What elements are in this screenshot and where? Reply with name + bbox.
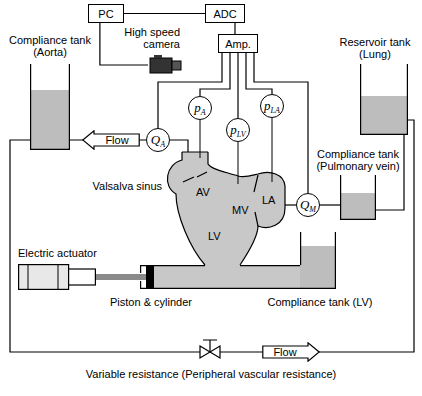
- heart-fill: [167, 152, 285, 265]
- subscript: M: [309, 205, 316, 214]
- connector-line: [254, 53, 308, 193]
- compliance-tank: Compliance tank (LV): [300, 232, 336, 289]
- connector-line: [200, 53, 230, 96]
- electric-actuator: Electric actuator: [18, 264, 96, 290]
- flow-meter: QM: [296, 193, 320, 217]
- node-heading: Compliance tank (Aorta): [7, 34, 93, 58]
- pressure-tap: [200, 120, 201, 158]
- node-heading: Compliance tank (LV): [265, 296, 375, 308]
- pressure-tap: [272, 118, 273, 182]
- node-text: Amp.: [225, 38, 251, 50]
- node-text: PC: [98, 8, 113, 20]
- pressure-sensor: pLA: [260, 94, 284, 118]
- mitral-valve: [254, 175, 258, 226]
- node-text: QA: [151, 133, 165, 148]
- compliance-tank-shape: [300, 232, 336, 289]
- part-label: LV: [208, 230, 221, 242]
- node-text: Flow: [273, 346, 296, 358]
- connector-line: [246, 53, 272, 94]
- compliance-tank-shape: [340, 175, 376, 220]
- subscript: A: [201, 108, 206, 117]
- part-label: AV: [196, 186, 210, 198]
- flow-arrow: Flow: [82, 130, 140, 150]
- valve-label: Variable resistance (Peripheral vascular…: [20, 368, 402, 380]
- camera-icon: High speed camera: [148, 54, 182, 76]
- part-label: Valsalva sinus: [88, 180, 162, 192]
- camera-icon-shape: [148, 54, 182, 76]
- part-label: LA: [262, 194, 275, 206]
- node-heading: Piston & cylinder: [110, 296, 200, 308]
- reservoir-tank: Reservoir tank (Lung): [360, 64, 408, 135]
- connector-line: [124, 13, 205, 14]
- connector-line: [237, 53, 238, 118]
- subscript: LV: [237, 130, 246, 139]
- piston-cylinder: Piston & cylinder: [140, 265, 300, 289]
- node-text: ADC: [213, 8, 236, 20]
- part-label: MV: [232, 204, 249, 216]
- actuator-rod: [96, 274, 140, 280]
- node-heading: Compliance tank (Pulmonary vein): [316, 148, 400, 172]
- aortic-valve: [183, 172, 207, 182]
- compliance-tank: Compliance tank (Pulmonary vein): [340, 175, 376, 220]
- flow-arrow: Flow: [262, 342, 320, 362]
- aorta-cap: [182, 152, 208, 153]
- pressure-tap: [238, 142, 239, 184]
- aorta-pipe: [170, 140, 188, 152]
- pressure-sensor: pA: [188, 96, 212, 120]
- flow-meter: QA: [146, 128, 170, 152]
- node-heading: Electric actuator: [18, 247, 118, 259]
- node-text: Flow: [105, 134, 128, 146]
- piston-cylinder-shape: [140, 265, 300, 289]
- pressure-sensor: pLV: [226, 118, 250, 142]
- computer-box: PC: [88, 4, 124, 23]
- connector-line: [320, 204, 340, 205]
- node-text: pLV: [230, 123, 246, 138]
- node-text: QM: [300, 198, 316, 213]
- node-heading: High speed camera: [106, 26, 180, 50]
- compliance-tank-shape: [30, 64, 70, 150]
- amplifier-box: Amp.: [218, 34, 258, 53]
- connector-line: [10, 120, 414, 352]
- subscript: LA: [271, 106, 280, 115]
- node-text: pA: [194, 101, 205, 116]
- atrium-pipe: [285, 204, 296, 205]
- electric-actuator-shape: [18, 264, 96, 290]
- node-text: pLA: [264, 99, 280, 114]
- heart-wall: [208, 152, 285, 265]
- adc-box: ADC: [205, 4, 245, 23]
- subscript: A: [160, 140, 165, 149]
- connector-line: [234, 23, 235, 34]
- heart-wall: [167, 152, 205, 265]
- node-heading: Reservoir tank (Lung): [336, 36, 414, 60]
- compliance-tank: Compliance tank (Aorta): [30, 64, 70, 150]
- valve-symbol: [200, 346, 220, 358]
- connector-line: [376, 135, 404, 210]
- reservoir-tank-shape: [360, 64, 408, 135]
